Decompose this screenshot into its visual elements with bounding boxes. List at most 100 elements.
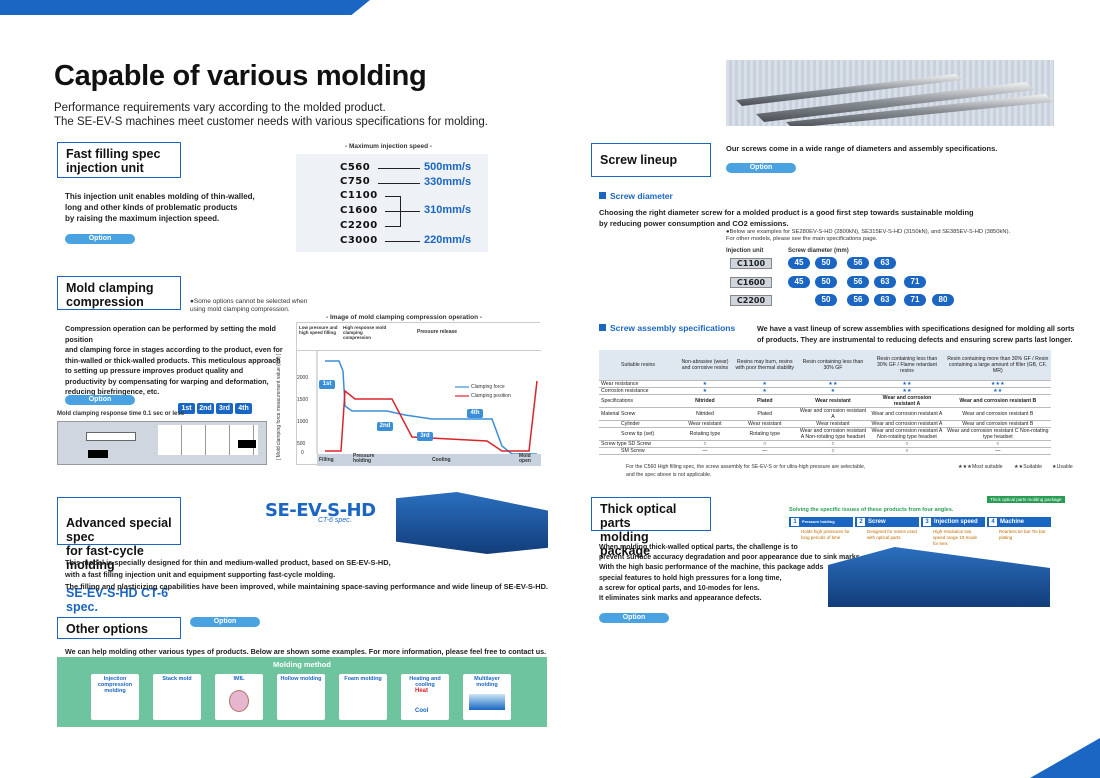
method-imil: IMIL (215, 674, 263, 720)
other-options-heading: Other options (57, 617, 181, 639)
ytick-0: 0 (301, 450, 304, 456)
clamping-chart: Low pressure and high speed filling High… (296, 322, 541, 466)
table-cell: ○ (677, 440, 733, 448)
advanced-body-2: with a fast filling injection unit and e… (65, 570, 336, 579)
cup-icon (229, 690, 249, 712)
table-header: Resins may burn, resins with poor therma… (732, 350, 797, 381)
cool-label: Cool (415, 708, 429, 714)
option-badge: Option (65, 395, 135, 405)
table-cell: Screw tip (set) (599, 427, 677, 441)
table-cell: ★ (677, 380, 733, 388)
footnote-2: and the spec above is not applicable. (626, 472, 712, 478)
stage-4th: 4th (235, 403, 252, 414)
chart-stage-4th: 4th (467, 409, 483, 418)
method-label: IMIL (233, 676, 245, 682)
table-cell: Nitrided (677, 407, 733, 421)
table-cell: — (732, 447, 797, 455)
table-row: Wear resistance★★★★★★★★★ (599, 380, 1051, 388)
dia-63: 63 (874, 294, 896, 306)
screw-diameter-body: Choosing the right diameter screw for a … (599, 208, 974, 228)
speed-310: 310mm/s (424, 204, 472, 216)
method-injection-compression: Injection compression molding (91, 674, 139, 720)
stage-3rd: 3rd (216, 403, 233, 414)
phase-filling: Filling (319, 457, 334, 463)
advanced-heading-text: Advanced special spec for fast-cycle mol… (66, 516, 172, 572)
footnote-1: For the C560 High filling spec, the scre… (626, 464, 866, 470)
table-cell: Wear resistant (796, 420, 870, 428)
machine-image-ct6 (396, 492, 548, 554)
feature-label: Pressure holding performance (791, 519, 835, 534)
table-cell: Nitrided (677, 394, 733, 408)
hero-screws-image (726, 60, 1054, 128)
dia-50: 50 (815, 276, 837, 288)
table-cell: ○ (796, 447, 870, 455)
table-cell: ○ (796, 440, 870, 448)
method-label: Heating and cooling (409, 676, 441, 688)
table-cell: Wear and corrosion resistant B (944, 394, 1051, 408)
dia-45: 45 (788, 276, 810, 288)
table-row: SM Screw——○○— (599, 447, 1051, 455)
table-header: Non-abrasive (wear) and corrosive resins (677, 350, 733, 381)
table-cell: Wear and corrosion resistant A Non-rotat… (869, 427, 945, 441)
screw-spec-table: Suitable resins Non-abrasive (wear) and … (599, 350, 1051, 455)
table-cell: Wear and corrosion resistant A (869, 420, 945, 428)
speed-330: 330mm/s (424, 176, 472, 188)
ytick-2000: 2000 (297, 375, 309, 381)
method-label: Multilayer molding (474, 676, 500, 688)
intro-line-1: Performance requirements vary according … (54, 102, 386, 114)
screen-field (86, 432, 136, 441)
molding-method-panel: Molding method Injection compression mol… (57, 657, 547, 727)
chart-stage-1st: 1st (319, 380, 335, 389)
advanced-subheading: SE-EV-S-HD CT-6 spec. (66, 586, 169, 614)
intro-line-2: The SE-EV-S machines meet customer needs… (54, 116, 488, 128)
feature-number: 2 (857, 518, 865, 526)
layers-icon (469, 694, 505, 710)
phase-cooling: Cooling (432, 457, 451, 463)
corner-accent (1030, 738, 1100, 778)
package-badge: Thick optical parts molding package (987, 496, 1065, 503)
mold-clamping-note: ●Some options cannot be selected when us… (190, 298, 308, 313)
unit-c2200: C2200 (730, 295, 772, 306)
legend-usable: ★Usable (1052, 464, 1073, 470)
legend-clamping-force: Clamping force (471, 384, 505, 390)
feature-desc: Rearless tie bar Tie bar plating (999, 529, 1046, 540)
mold-clamping-heading: Mold clamping compression (57, 276, 181, 310)
screw-assembly-body: We have a vast lineup of screw assemblie… (757, 324, 1075, 344)
screw-lineup-heading: Screw lineup (591, 143, 711, 177)
feature-number: 1 (791, 518, 799, 526)
feature-number: 4 (989, 518, 997, 526)
table-cell: Wear resistant (796, 394, 870, 408)
table-cell: ○ (869, 447, 945, 455)
stage-2nd: 2nd (197, 403, 214, 414)
intro: Performance requirements vary according … (54, 101, 488, 129)
speed-panel (296, 154, 488, 252)
molding-method-title: Molding method (273, 660, 331, 669)
advanced-heading: Advanced special spec for fast-cycle mol… (57, 497, 181, 614)
speed-220: 220mm/s (424, 234, 472, 246)
ytick-1000: 1000 (297, 419, 309, 425)
method-label: Stack mold (162, 676, 192, 682)
table-cell: ★★ (869, 380, 945, 388)
speed-line (378, 183, 420, 184)
col-screw-diameter: Screw diameter (mm) (788, 248, 849, 254)
table-cell: Wear and corrosion resistant B (944, 420, 1051, 428)
dia-63: 63 (874, 276, 896, 288)
speed-line (385, 196, 400, 197)
model-c1100: C1100 (340, 190, 378, 201)
speed-line (385, 211, 420, 212)
speed-line (385, 241, 420, 242)
table-cell: Cylinder (599, 420, 677, 428)
col-injection-unit: Injection unit (726, 248, 764, 254)
feature-label: Injection speed (934, 519, 978, 525)
table-cell: Wear and corrosion resistant A Non-rotat… (796, 427, 870, 441)
heat-label: Heat (415, 688, 429, 694)
table-cell: ★★ (944, 387, 1051, 395)
top-label-3: Pressure release (417, 329, 458, 335)
table-cell: ○ (732, 440, 797, 448)
table-cell: — (677, 447, 733, 455)
legend-most: ★★★Most suitable (958, 464, 1003, 470)
